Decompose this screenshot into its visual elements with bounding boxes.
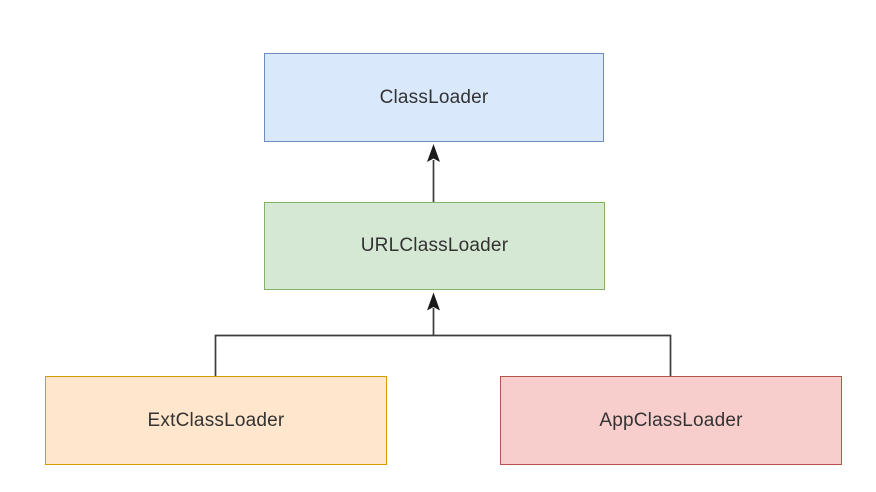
edge-branch-to-urlclassloader (214, 292, 672, 377)
arrowhead-up-icon (427, 144, 440, 162)
node-classloader-label: ClassLoader (379, 86, 489, 108)
node-urlclassloader-label: URLClassLoader (360, 235, 509, 256)
node-extclassloader-label: ExtClassLoader (147, 409, 285, 431)
node-classloader[interactable]: ClassLoader (264, 53, 604, 142)
node-extclassloader[interactable]: ExtClassLoader (45, 376, 387, 465)
node-appclassloader-label: AppClassLoader (599, 409, 743, 431)
node-urlclassloader[interactable]: URLClassLoader (264, 202, 605, 290)
edge-branch-line (214, 334, 672, 377)
edge-urlclassloader-to-classloader (427, 144, 440, 203)
arrowhead-up-icon (427, 292, 440, 311)
node-appclassloader[interactable]: AppClassLoader (500, 376, 842, 465)
